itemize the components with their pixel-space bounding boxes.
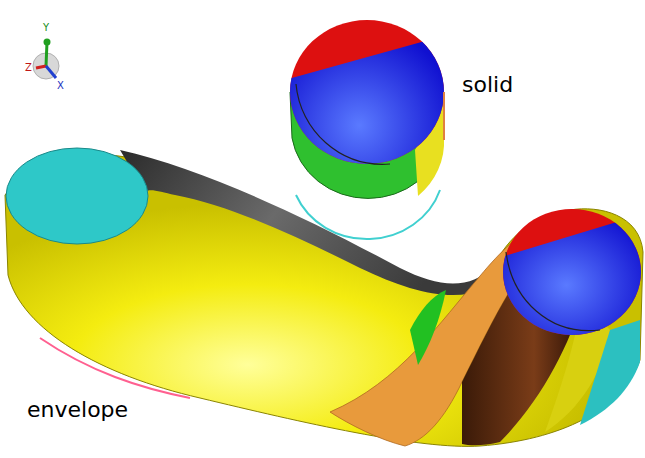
- axis-label: X: [57, 80, 64, 91]
- envelope-body: [5, 148, 645, 446]
- envelope-cyan-strip: [580, 320, 640, 425]
- y-axis-arrow: [46, 42, 47, 66]
- z-axis-arrow: [36, 66, 46, 68]
- solid-top-blue: [285, 34, 450, 200]
- envelope-end-cap-blue: [498, 212, 645, 345]
- solid-edge-orange: [443, 92, 445, 140]
- envelope-green-patch: [410, 290, 446, 365]
- part-label: solid: [462, 73, 513, 97]
- envelope-cap-edge: [506, 252, 600, 331]
- x-axis-arrow: [46, 66, 56, 78]
- envelope-pink-edge: [40, 338, 190, 398]
- axis-triad: [33, 39, 59, 80]
- solid-edge: [296, 84, 390, 164]
- envelope-grey-band: [120, 150, 494, 295]
- axis-label: Z: [25, 62, 32, 73]
- solid-cylinder: [285, 20, 450, 239]
- axis-label: Y: [43, 22, 49, 33]
- y-axis-head: [44, 39, 51, 46]
- envelope-start-cap: [6, 148, 148, 244]
- part-label: envelope: [27, 398, 128, 422]
